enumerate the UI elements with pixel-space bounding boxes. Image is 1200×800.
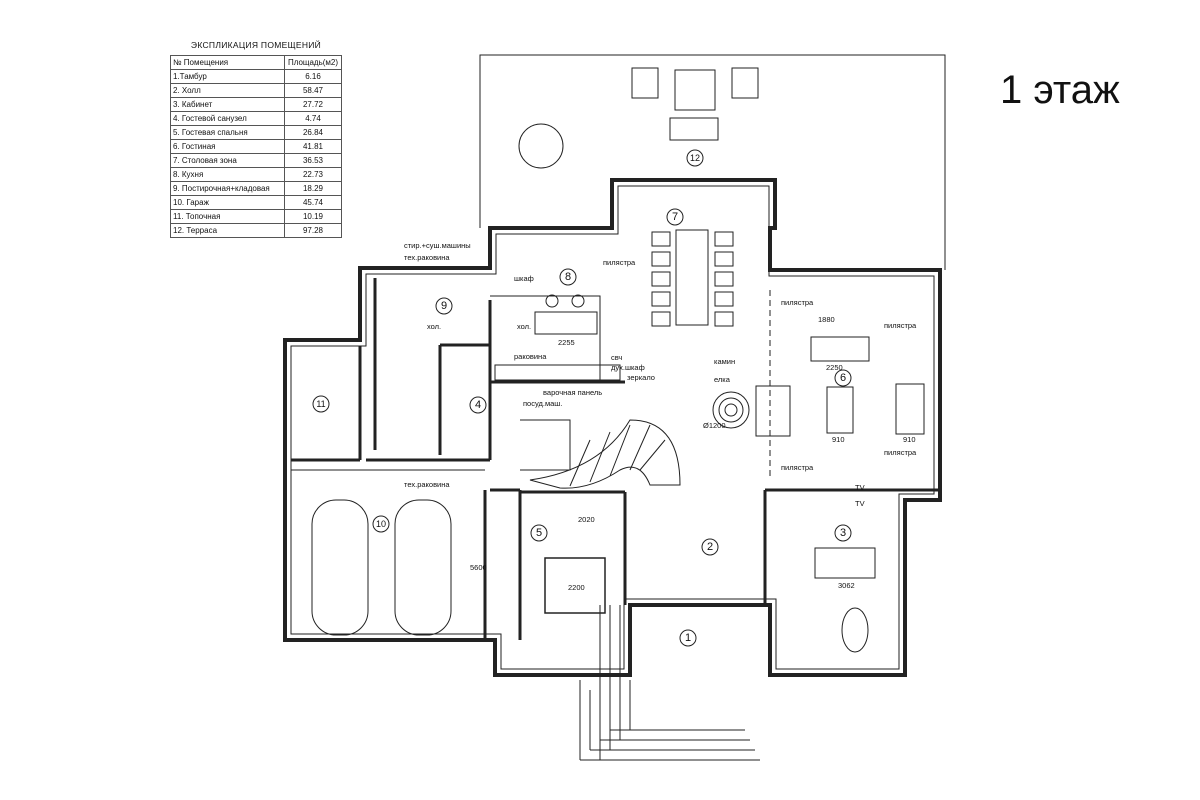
room-number-circle — [372, 515, 390, 533]
room-number: 5 — [536, 527, 542, 539]
explication-title: ЭКСПЛИКАЦИЯ ПОМЕЩЕНИЙ — [190, 40, 322, 50]
kitchen-island — [534, 311, 598, 335]
room-number-circle — [686, 149, 704, 167]
dining-table — [675, 229, 709, 326]
room-number-circle — [312, 395, 330, 413]
label-tech-sink-garage: тех.раковина — [404, 480, 450, 489]
bed — [544, 557, 606, 614]
label-mirror: зеркало — [627, 373, 655, 382]
room-number: 2 — [707, 541, 713, 553]
floor-title: 1 этаж — [1000, 68, 1120, 112]
desk — [814, 547, 876, 579]
room-number: 8 — [565, 271, 571, 283]
label-washer: стир.+суш.машины — [404, 241, 471, 250]
dim-island: 2255 — [558, 338, 575, 347]
room-number-circle — [834, 524, 852, 542]
room-area: 97.28 — [284, 223, 342, 238]
interior-walls — [291, 278, 940, 640]
dim-bed: 2200 — [568, 583, 585, 592]
room-number: 1 — [685, 632, 691, 644]
plan-labels: стир.+суш.машины тех.раковина шкаф хол. … — [404, 241, 917, 592]
label-pilaster: пилястра — [781, 463, 814, 472]
label-hob: варочная панель — [543, 388, 602, 397]
label-pilaster: пилястра — [781, 298, 814, 307]
label-pilaster: пилястра — [884, 321, 917, 330]
spiral-stair — [529, 419, 681, 489]
terrace-sofa — [669, 117, 719, 141]
label-sink: раковина — [514, 352, 547, 361]
room-number: 12 — [690, 153, 700, 163]
label-tv: TV — [855, 499, 865, 508]
armchair — [895, 383, 925, 435]
room-number: 9 — [441, 300, 447, 312]
room-number: 4 — [475, 399, 481, 411]
label-pilaster: пилястра — [603, 258, 636, 267]
car-left — [311, 499, 369, 636]
room-number: 10 — [376, 519, 386, 529]
dim-desk: 3062 — [838, 581, 855, 590]
label-pilaster: пилястра — [884, 448, 917, 457]
coffee-table — [826, 386, 854, 434]
dim-tree: Ø1200 — [703, 421, 726, 430]
christmas-tree — [712, 391, 750, 429]
dim-sofa: 1880 — [818, 315, 835, 324]
dim-sofa-length: 2250 — [826, 363, 843, 372]
terrace-outline — [479, 54, 946, 270]
room-number-circle — [834, 369, 852, 387]
room-number-circle — [666, 208, 684, 226]
dining-chairs — [651, 231, 734, 327]
dim-garage: 5600 — [470, 563, 487, 572]
dim-coffee-table: 910 — [832, 435, 845, 444]
room-number-circle — [435, 297, 453, 315]
outer-walls-inner — [290, 185, 935, 670]
kitchen-counter — [494, 364, 621, 381]
label-fridge-kitchen: хол. — [517, 322, 531, 331]
room-number-circle — [469, 396, 487, 414]
car-right — [394, 499, 452, 636]
room-number: 11 — [316, 399, 325, 409]
room-number-circle — [679, 629, 697, 647]
room-number: 6 — [840, 372, 846, 384]
explication-table: ЭКСПЛИКАЦИЯ ПОМЕЩЕНИЙ № Помещения Площад… — [170, 40, 342, 238]
room-number-circle — [559, 268, 577, 286]
side-sofa — [755, 385, 791, 437]
room-number: 3 — [840, 527, 846, 539]
sofa — [810, 336, 870, 362]
label-oven: дух.шкаф — [611, 363, 645, 372]
terrace-table-square — [674, 69, 716, 111]
label-wardrobe: шкаф — [514, 274, 534, 283]
terrace-table — [518, 123, 564, 169]
room-number-circle — [530, 524, 548, 542]
label-tree: елка — [714, 375, 731, 384]
office-table — [841, 607, 869, 653]
room-number-circle — [701, 538, 719, 556]
label-fireplace: камин — [714, 357, 735, 366]
outer-walls — [283, 178, 942, 677]
label-microwave: свч — [611, 353, 622, 362]
room-number: 7 — [672, 211, 678, 223]
label-tech-sink: тех.раковина — [404, 253, 450, 262]
label-dishwasher: посуд.маш. — [523, 399, 562, 408]
thin-lines — [291, 290, 771, 761]
label-tv: TV — [855, 483, 865, 492]
dim-wardrobe: 2020 — [578, 515, 595, 524]
label-fridge-laundry: хол. — [427, 322, 441, 331]
dim-armchair: 910 — [903, 435, 916, 444]
